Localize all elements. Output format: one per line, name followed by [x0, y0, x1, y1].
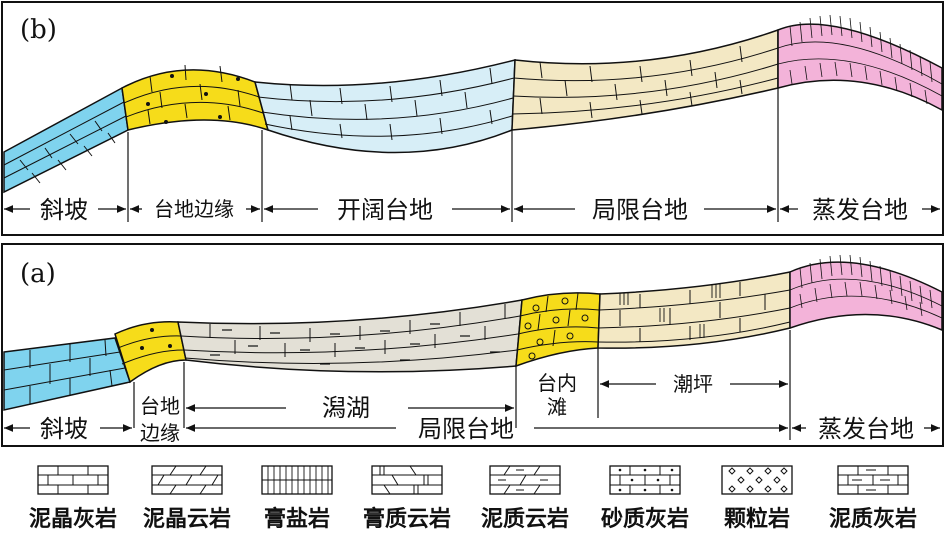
- zone-evaporite-a: 蒸发台地: [818, 415, 914, 443]
- panel-a-label: (a): [20, 259, 56, 289]
- legend-swatch-gypsiferous-dolomite: [371, 465, 443, 495]
- panel-b: [1, 1, 944, 236]
- b-evaporite-body: [777, 23, 943, 112]
- a-evaporite-body: [789, 261, 943, 332]
- zone-margin-b: 台地边缘: [154, 197, 234, 221]
- legend-label-8: 泥质灰岩: [829, 506, 917, 532]
- b-slope-body: [3, 86, 129, 194]
- a-tidal-flat-body: [597, 271, 791, 349]
- zone-evaporite-b: 蒸发台地: [812, 196, 908, 224]
- zone-lagoon-a: 潟湖: [322, 394, 370, 422]
- zone-margin-a-line1: 台地: [140, 394, 180, 418]
- zone-margin-a-line2: 边缘: [140, 421, 180, 445]
- a-slope-body: [3, 337, 131, 411]
- legend-label-6: 砂质灰岩: [601, 506, 689, 532]
- legend-swatch-gypsum-salt: [261, 465, 333, 495]
- zone-shoal-a-line2: 滩: [547, 395, 567, 419]
- legend-swatch-grainstone: [721, 465, 793, 495]
- legend-label-2: 泥晶云岩: [143, 507, 231, 532]
- panel-a: [1, 243, 944, 447]
- legend-swatch-argillaceous-dolomite: [489, 465, 561, 495]
- legend-swatch-micritic-limestone: [37, 465, 109, 495]
- legend-swatch-micritic-dolomite: [151, 465, 223, 495]
- legend: 泥晶灰岩 泥晶云岩 膏盐岩 膏质云岩 泥质云岩 砂质灰岩 颗粒岩 泥质灰岩: [29, 465, 917, 532]
- legend-label-7: 颗粒岩: [724, 506, 790, 532]
- b-open-platform-body: [253, 59, 516, 154]
- zone-slope-b: 斜坡: [40, 196, 88, 224]
- zone-slope-a: 斜坡: [40, 415, 88, 443]
- legend-label-3: 膏盐岩: [264, 506, 330, 532]
- legend-label-1: 泥晶灰岩: [29, 506, 117, 532]
- zone-restricted-a: 局限台地: [418, 415, 514, 443]
- legend-swatch-argillaceous-limestone: [837, 465, 909, 495]
- legend-label-4: 膏质云岩: [363, 506, 451, 532]
- zone-open-platform-b: 开阔台地: [337, 196, 433, 224]
- panel-a-section: (a) 台地 边缘 潟湖 台内 滩 潮坪 斜坡 局限台地 蒸发台地: [3, 254, 943, 445]
- panel-b-section: (b) 斜坡 台地边缘 开阔台地 局限台地 蒸发台地: [3, 14, 943, 224]
- legend-label-5: 泥质云岩: [481, 507, 569, 532]
- zone-restricted-b: 局限台地: [592, 196, 688, 224]
- zone-shoal-a-line1: 台内: [537, 371, 577, 395]
- b-margin-body: [121, 69, 270, 132]
- zone-tidal-flat-a: 潮坪: [673, 372, 713, 396]
- legend-swatch-sandy-limestone: [609, 465, 681, 495]
- panel-b-label: (b): [20, 15, 57, 45]
